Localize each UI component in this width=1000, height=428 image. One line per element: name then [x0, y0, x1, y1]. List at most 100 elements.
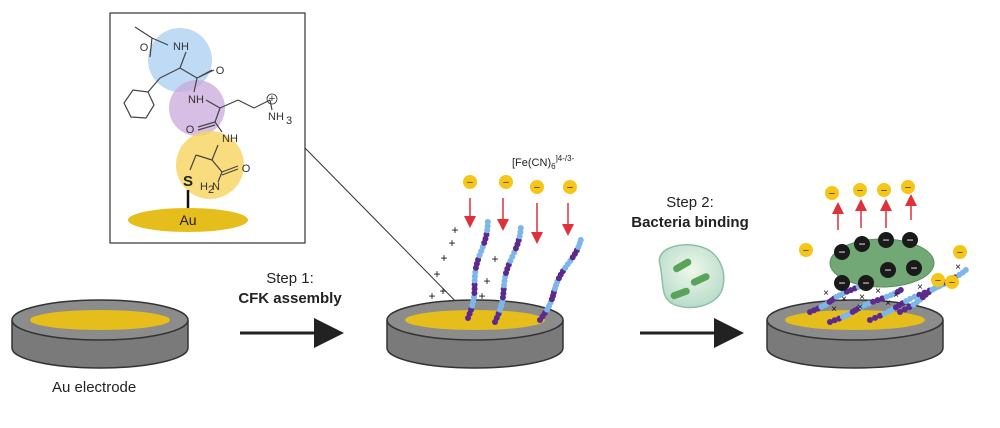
molecule-inset: O NH O NH O NH O NH 3 + H 2 N S Au — [109, 12, 484, 326]
negative-charge: − — [878, 232, 894, 248]
svg-text:−: − — [838, 276, 845, 290]
peptide-bead — [872, 314, 879, 321]
peptide-chain — [537, 237, 584, 323]
ferricyanide-ion: − — [931, 273, 945, 287]
bacteria-negative-charges: −−−−−−−− — [834, 232, 922, 291]
svg-text:−: − — [906, 233, 913, 247]
ferricyanide-ion: − — [799, 243, 813, 257]
plus-sign: + — [483, 274, 490, 288]
negative-charge: − — [880, 262, 896, 278]
peptide-bead — [517, 225, 524, 231]
svg-text:−: − — [858, 237, 865, 251]
positive-charges-step1: +++++++++ — [428, 223, 498, 303]
svg-text:−: − — [829, 188, 835, 200]
cross-mark: × — [955, 262, 961, 273]
peptide-bead — [962, 267, 969, 273]
plus-sign: + — [448, 236, 455, 250]
peptide-bead — [471, 285, 478, 292]
negative-charge: − — [834, 275, 850, 291]
cross-mark: × — [885, 298, 891, 309]
cross-mark: × — [893, 290, 899, 301]
svg-text:−: − — [905, 182, 911, 194]
negative-charge: − — [906, 260, 922, 276]
svg-text:−: − — [503, 177, 509, 189]
o-cys: O — [242, 163, 251, 175]
au-electrode-label: Au electrode — [52, 379, 136, 396]
ferricyanide-ion: − — [463, 175, 477, 189]
step1-subtitle: CFK assembly — [238, 290, 342, 307]
cross-mark: × — [875, 286, 881, 297]
svg-text:−: − — [910, 261, 917, 275]
bacteria-icon — [658, 244, 725, 309]
svg-text:N: N — [212, 181, 220, 193]
sulfur-atom: S — [183, 173, 193, 190]
svg-text:−: − — [935, 275, 941, 287]
svg-text:−: − — [567, 182, 573, 194]
cross-mark: × — [841, 294, 847, 305]
nh2-group: H 2 N — [200, 181, 220, 196]
svg-text:−: − — [957, 247, 963, 259]
svg-text:H: H — [200, 181, 208, 193]
svg-text:−: − — [838, 245, 845, 259]
step2-subtitle: Bacteria binding — [631, 214, 749, 231]
peptide-bead — [577, 237, 584, 243]
plus-sign: + — [433, 267, 440, 281]
nh3-group: NH 3 + — [266, 93, 292, 127]
cross-mark: × — [859, 292, 865, 303]
ferricyanide-ion: − — [953, 245, 967, 259]
redox-ions-step2: −−−−−−−− — [799, 180, 967, 289]
nh-cys: NH — [222, 133, 238, 145]
peptide-chain — [465, 219, 491, 321]
plus-sign: + — [478, 289, 485, 303]
plus-sign: + — [428, 289, 435, 303]
ferricyanide-label: [Fe(CN)6]4-/3- — [512, 154, 575, 171]
svg-text:+: + — [269, 93, 275, 105]
svg-text:NH: NH — [268, 111, 284, 123]
au-pad — [128, 208, 248, 232]
peptide-bead — [471, 281, 478, 288]
peptide-bead — [907, 295, 914, 302]
ferricyanide-ion: − — [901, 180, 915, 194]
peptide-chain — [492, 225, 524, 325]
ferricyanide-ion: − — [945, 275, 959, 289]
au-pad-label: Au — [179, 212, 196, 228]
negative-charge: − — [858, 275, 874, 291]
svg-text:−: − — [882, 233, 889, 247]
nh-phe: NH — [173, 41, 189, 53]
ferricyanide-ion: − — [853, 183, 867, 197]
svg-text:−: − — [857, 185, 863, 197]
ferricyanide-ion: − — [499, 175, 513, 189]
o-phe: O — [216, 65, 225, 77]
svg-text:3: 3 — [286, 115, 292, 127]
svg-text:−: − — [467, 177, 473, 189]
cross-mark: × — [823, 288, 829, 299]
plus-sign: + — [439, 284, 446, 298]
peptide-bead — [827, 319, 833, 325]
peptide-bead — [867, 317, 873, 323]
svg-text:−: − — [884, 263, 891, 277]
peptide-bead — [897, 287, 904, 293]
step1-title: Step 1: — [266, 270, 314, 287]
svg-text:2: 2 — [208, 184, 214, 196]
peptide-bead — [870, 298, 877, 305]
svg-text:−: − — [534, 182, 540, 194]
peptide-chains-step2 — [807, 267, 969, 325]
plus-sign: + — [491, 252, 498, 266]
svg-text:−: − — [803, 245, 809, 257]
cross-mark: × — [857, 302, 863, 313]
svg-text:−: − — [881, 185, 887, 197]
cross-mark: × — [917, 282, 923, 293]
lys-highlight — [169, 80, 225, 136]
o-lys: O — [186, 124, 195, 136]
peptide-bead — [911, 293, 918, 300]
peptide-bead — [877, 312, 883, 319]
electrode-bare — [11, 299, 189, 369]
ferricyanide-ion: − — [877, 183, 891, 197]
plus-sign: + — [451, 223, 458, 237]
peptide-bead — [874, 297, 881, 304]
cys-highlight — [176, 131, 244, 199]
peptide-bead — [484, 219, 491, 225]
svg-text:−: − — [862, 276, 869, 290]
electrode-cfk — [386, 299, 564, 369]
